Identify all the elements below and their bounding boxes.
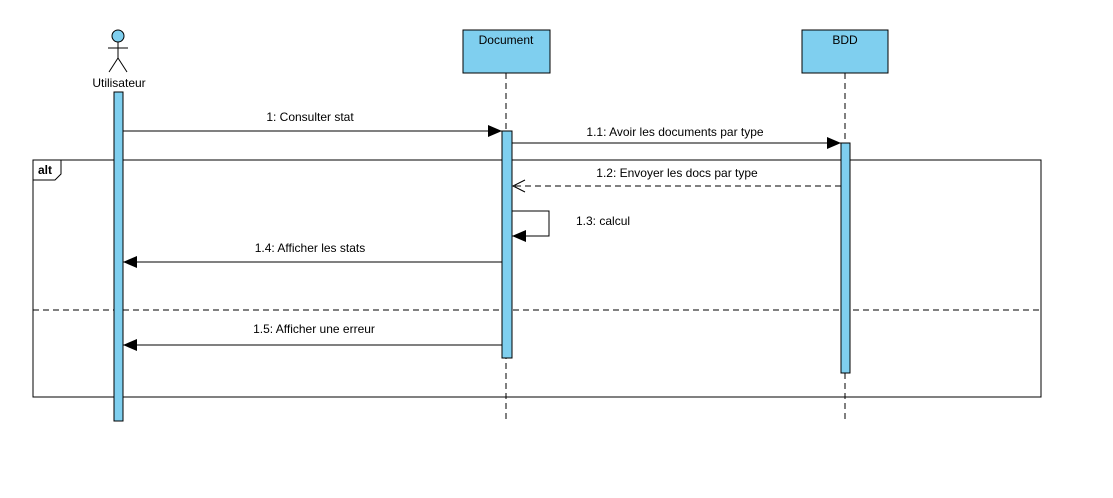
message-afficher-erreur-label: 1.5: Afficher une erreur <box>253 322 375 336</box>
participant-document-label: Document <box>479 33 534 47</box>
message-afficher-stats: 1.4: Afficher les stats <box>123 241 502 268</box>
message-calcul: 1.3: calcul <box>512 210 630 242</box>
alt-fragment-label: alt <box>38 163 52 177</box>
message-afficher-stats-label: 1.4: Afficher les stats <box>255 241 366 255</box>
activation-utilisateur <box>113 91 124 422</box>
message-calcul-label: 1.3: calcul <box>576 214 630 228</box>
message-consulter-stat-label: 1: Consulter stat <box>266 110 354 124</box>
message-afficher-erreur: 1.5: Afficher une erreur <box>123 322 502 351</box>
message-avoir-documents: 1.1: Avoir les documents par type <box>512 125 841 149</box>
message-avoir-documents-label: 1.1: Avoir les documents par type <box>586 125 764 139</box>
activation-document <box>501 130 513 359</box>
actor-head <box>111 29 125 43</box>
alt-fragment: alt <box>32 159 1042 398</box>
actor-label: Utilisateur <box>92 76 145 90</box>
participant-bdd-label: BDD <box>832 33 858 47</box>
message-envoyer-docs: 1.2: Envoyer les docs par type <box>511 166 841 193</box>
participant-document: Document <box>462 29 551 74</box>
activation-bdd <box>840 142 851 374</box>
message-envoyer-docs-label: 1.2: Envoyer les docs par type <box>596 166 758 180</box>
actor-utilisateur: Utilisateur <box>92 29 146 90</box>
message-consulter-stat: 1: Consulter stat <box>123 110 502 137</box>
participant-bdd: BDD <box>801 29 889 74</box>
